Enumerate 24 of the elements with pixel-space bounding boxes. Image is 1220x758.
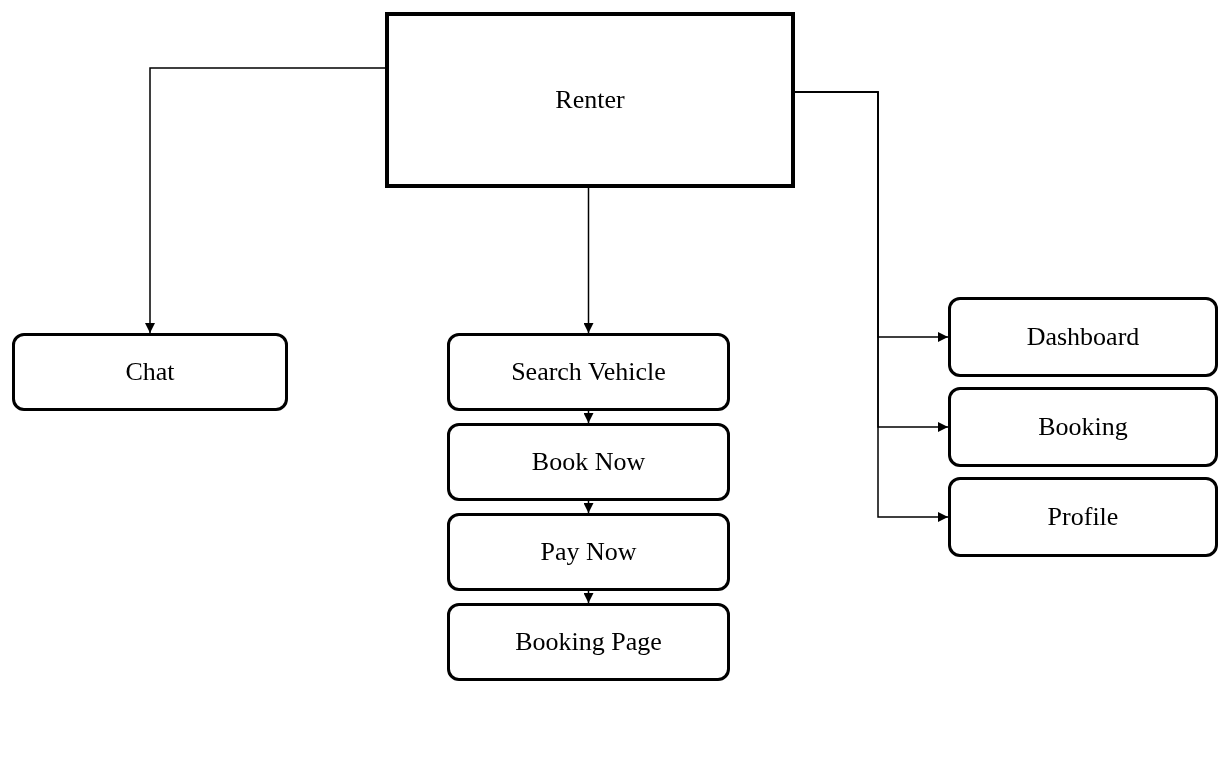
process-box [948, 297, 1218, 377]
process-box [12, 333, 288, 411]
box-label: Book Now [531, 445, 646, 478]
box-label: Profile [1047, 500, 1119, 533]
arrow [583, 410, 594, 424]
process-box [447, 603, 730, 681]
box-label: Booking Page [515, 625, 662, 658]
box-label: Chat [125, 355, 175, 388]
box-label: Dashboard [1026, 320, 1140, 353]
process-box [948, 387, 1218, 467]
box-label: Search Vehicle [511, 355, 666, 388]
process-box [948, 477, 1218, 557]
process-box [447, 513, 730, 591]
arrow [583, 500, 594, 514]
box-label: Booking [1038, 410, 1128, 443]
actor-box [385, 12, 795, 188]
process-box [447, 333, 730, 411]
box-label: Pay Now [540, 535, 637, 568]
arrow [583, 590, 594, 604]
arrow [145, 67, 386, 334]
arrow [583, 187, 594, 334]
process-box [447, 423, 730, 501]
arrow [794, 91, 949, 522]
box-label: Renter [555, 83, 625, 116]
